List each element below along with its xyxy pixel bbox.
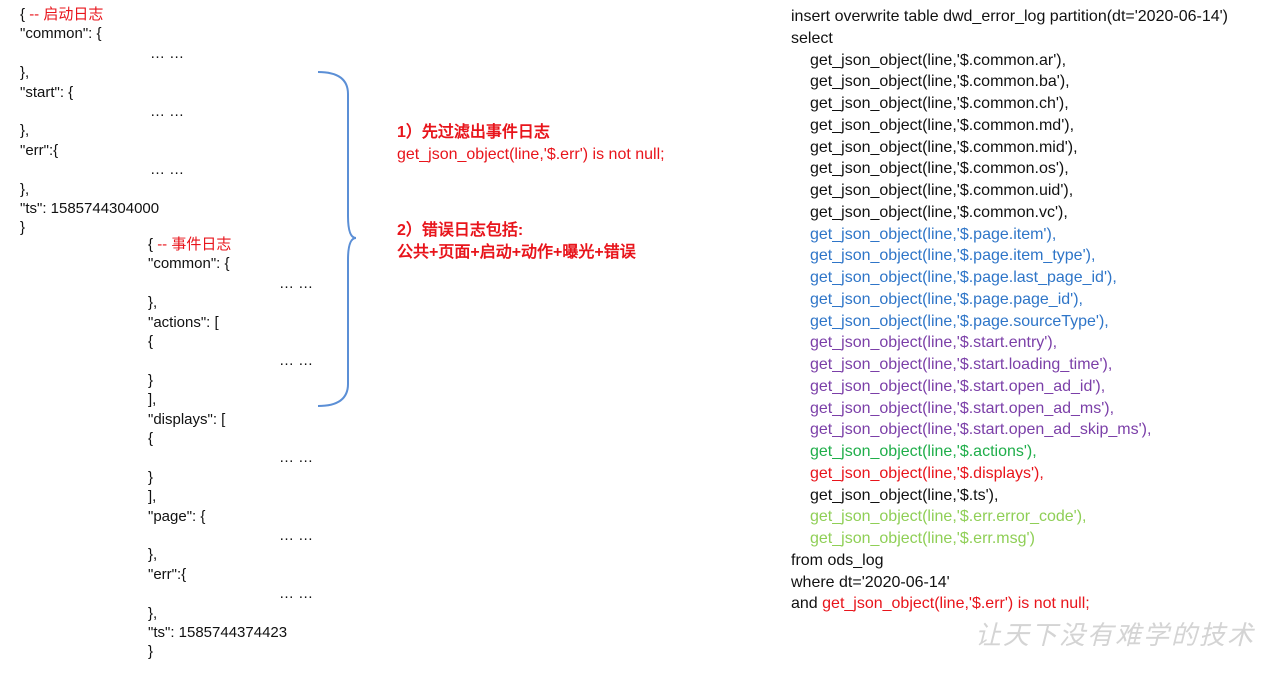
json-line: … … — [279, 352, 314, 370]
step2-body: 公共+页面+启动+动作+曝光+错误 — [397, 244, 636, 261]
sql-line: from ods_log — [791, 551, 884, 569]
json-line: "start": { — [20, 83, 74, 101]
json-comment: -- 事件日志 — [157, 236, 232, 253]
sql-line: get_json_object(line,'$.common.mid'), — [810, 138, 1078, 156]
json-line: }, — [148, 546, 158, 564]
curly-brace-icon — [317, 71, 357, 407]
json-line: { — [148, 430, 154, 447]
sql-code-block: insert overwrite table dwd_error_log par… — [791, 6, 1228, 615]
sql-line: get_json_object(line,'$.common.ch'), — [810, 95, 1069, 112]
json-line: … … — [279, 449, 314, 467]
sql-line: get_json_object(line,'$.start.entry'), — [810, 334, 1058, 352]
step1-title: 1）先过滤出事件日志 — [397, 124, 550, 141]
sql-line: get_json_object(line,'$.page.sourceType'… — [810, 312, 1109, 330]
watermark: 让天下没有难学的技术 — [975, 621, 1256, 651]
sql-line: get_json_object(line,'$.start.open_ad_ms… — [810, 399, 1115, 417]
json-line: } — [148, 468, 154, 486]
json-line: "page": { — [148, 507, 206, 525]
json-line: } — [148, 371, 154, 389]
json-line: "common": { — [20, 25, 102, 43]
json-line: … … — [279, 585, 314, 603]
json-line: … … — [279, 527, 314, 544]
json-line: { -- 启动日志 — [20, 6, 104, 23]
json-line: } — [148, 643, 154, 661]
json-line: { — [148, 333, 154, 350]
json-line: { -- 事件日志 — [148, 236, 232, 253]
json-line: }, — [20, 122, 30, 140]
json-line: "common": { — [148, 255, 230, 273]
sql-line: get_json_object(line,'$.start.open_ad_id… — [810, 377, 1106, 395]
sql-line: insert overwrite table dwd_error_log par… — [791, 8, 1229, 25]
sql-line: get_json_object(line,'$.actions'), — [810, 443, 1037, 460]
json-line: ], — [148, 488, 157, 506]
sql-line: get_json_object(line,'$.common.os'), — [810, 160, 1069, 178]
sql-line: where dt='2020-06-14' — [791, 573, 950, 591]
sql-line: get_json_object(line,'$.start.loading_ti… — [810, 356, 1113, 373]
sql-line: get_json_object(line,'$.page.last_page_i… — [810, 269, 1117, 286]
sql-line: select — [791, 29, 833, 47]
json-line: }, — [20, 64, 30, 82]
sql-line: get_json_object(line,'$.err.error_code')… — [810, 508, 1087, 526]
sql-line: get_json_object(line,'$.page.item_type')… — [810, 247, 1096, 265]
step2-title: 2）错误日志包括: — [397, 222, 524, 239]
sql-line: get_json_object(line,'$.common.ba'), — [810, 73, 1070, 91]
json-line: "err":{ — [20, 141, 59, 159]
json-line: }, — [148, 294, 158, 312]
sql-line: get_json_object(line,'$.common.vc'), — [810, 203, 1068, 221]
json-line: … … — [279, 274, 314, 292]
step1-code: get_json_object(line,'$.err') is not nul… — [397, 146, 665, 163]
sql-line: get_json_object(line,'$.common.md'), — [810, 116, 1075, 134]
json-line: } — [20, 219, 26, 237]
json-line: "ts": 1585744304000 — [20, 200, 160, 217]
sql-line: get_json_object(line,'$.err.msg') — [810, 530, 1035, 547]
json-line: … … — [150, 103, 185, 120]
sql-line-where-err: and get_json_object(line,'$.err') is not… — [791, 595, 1090, 613]
json-line: }, — [148, 604, 158, 622]
json-line: "actions": [ — [148, 313, 219, 331]
sql-line: get_json_object(line,'$.displays'), — [810, 464, 1044, 482]
sql-line: get_json_object(line,'$.page.page_id'), — [810, 290, 1083, 308]
sql-line: get_json_object(line,'$.page.item'), — [810, 225, 1057, 243]
json-line: }, — [20, 180, 30, 198]
json-line: ], — [148, 391, 157, 409]
json-line: "ts": 1585744374423 — [148, 624, 288, 641]
json-line: … … — [150, 44, 185, 62]
json-line: … … — [150, 161, 185, 179]
json-comment: -- 启动日志 — [29, 6, 104, 23]
sql-line: get_json_object(line,'$.common.ar'), — [810, 51, 1067, 69]
sql-line: get_json_object(line,'$.ts'), — [810, 486, 999, 504]
sql-line: get_json_object(line,'$.start.open_ad_sk… — [810, 421, 1152, 439]
sql-line: get_json_object(line,'$.common.uid'), — [810, 182, 1074, 199]
json-line: "displays": [ — [148, 410, 226, 428]
json-line: "err":{ — [148, 565, 187, 583]
